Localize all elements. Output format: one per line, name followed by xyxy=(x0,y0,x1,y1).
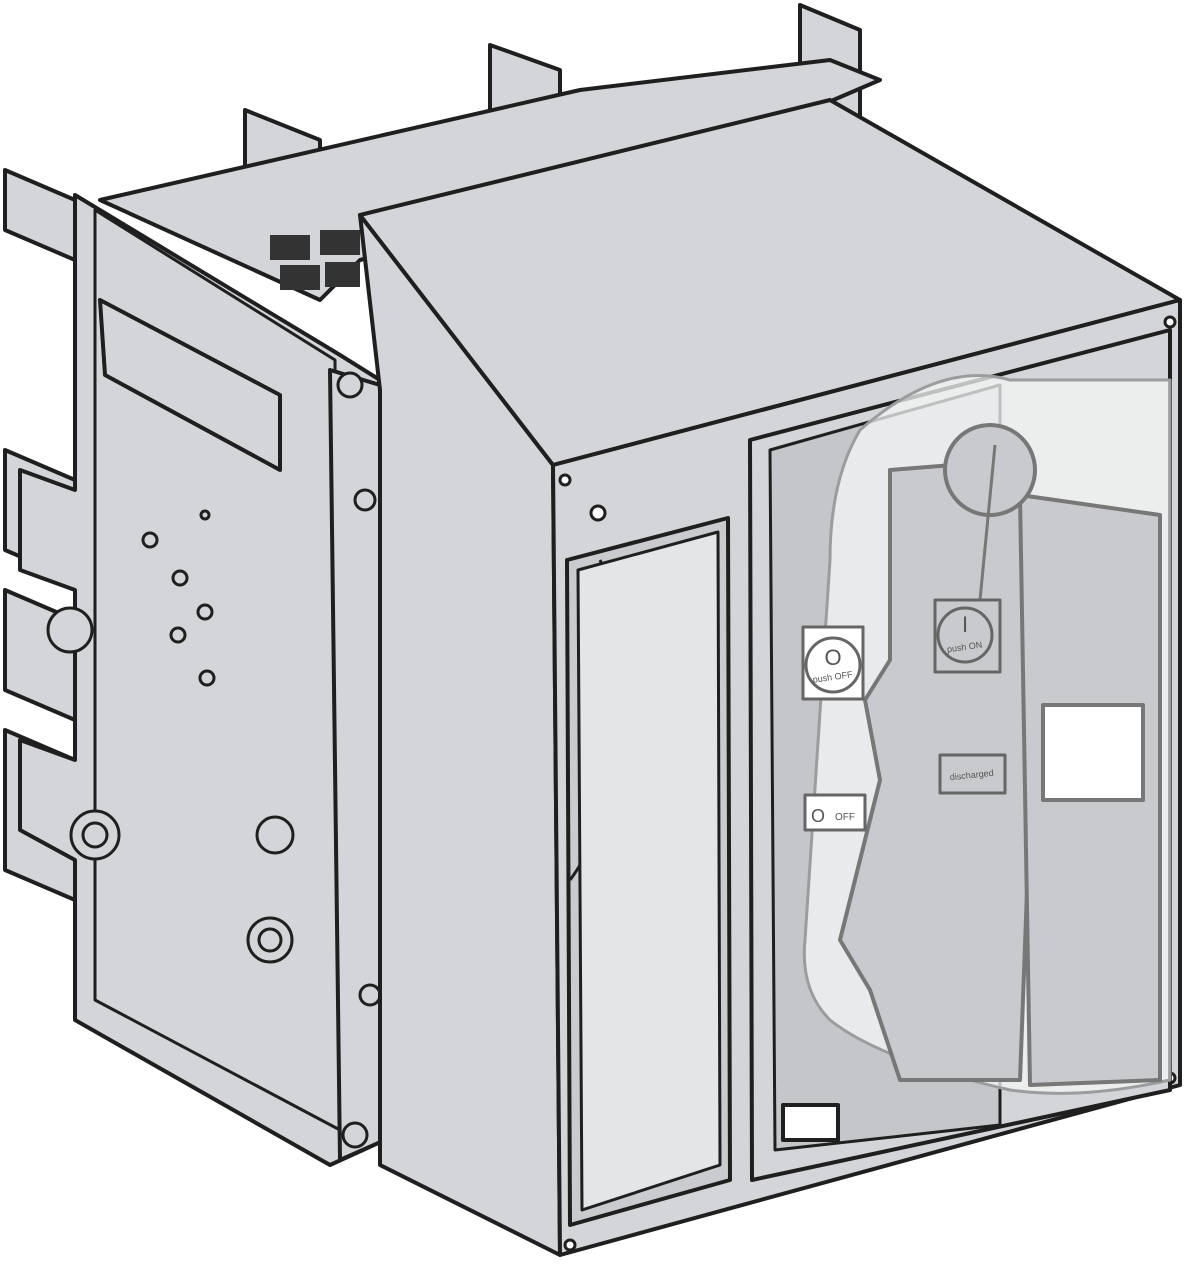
off-indicator-symbol: O xyxy=(811,806,825,826)
charge-window xyxy=(1041,703,1145,802)
off-indicator-label: OFF xyxy=(835,812,855,823)
push-on-label: push ON xyxy=(946,640,983,655)
off-symbol: O xyxy=(824,645,841,670)
discharged-label: discharged xyxy=(949,768,994,783)
off-status-indicator xyxy=(803,793,867,832)
on-symbol: I xyxy=(962,612,968,637)
charge-status-indicator xyxy=(938,753,1007,795)
plate-holes xyxy=(46,371,382,1149)
push-off-button[interactable] xyxy=(804,636,862,694)
panel-indicator-window xyxy=(781,1103,840,1142)
contact-slots xyxy=(270,230,360,290)
chassis-rail xyxy=(328,368,387,1162)
push-on-button[interactable] xyxy=(936,606,994,664)
chassis-handle xyxy=(98,298,282,472)
